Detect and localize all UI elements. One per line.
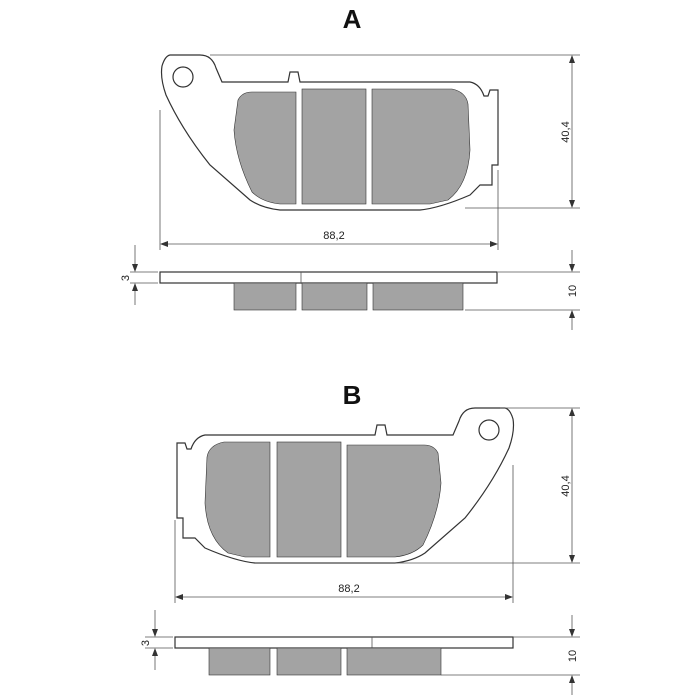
pad-b-total-arrow-bottom — [569, 675, 575, 683]
pad-b-height-value: 40,4 — [560, 475, 572, 496]
pad-a-friction-block-middle — [301, 88, 367, 205]
pad-a-plate-thickness-value: 3 — [120, 275, 132, 281]
pad-b-side-plate — [174, 636, 514, 649]
pad-b-friction-block-right — [346, 444, 442, 558]
pad-b-mounting-hole — [478, 419, 500, 441]
pad-a-width-arrow-right — [490, 241, 498, 247]
pad-b-width-value: 88,2 — [338, 583, 359, 595]
pad-a-height-arrow-top — [569, 55, 575, 63]
pad-b-friction-block-middle — [276, 441, 342, 558]
pad-b-side-block-middle — [276, 647, 342, 676]
pad-a-friction-material — [233, 88, 471, 205]
pad-a-width-arrow-left — [160, 241, 168, 247]
pad-a-side-block-right — [372, 282, 464, 311]
pad-b-total-arrow-top — [569, 629, 575, 637]
pad-a-friction-block-left — [233, 91, 297, 205]
pad-a-friction-block-right — [371, 88, 471, 205]
pad-a-width-value: 88,2 — [323, 230, 344, 242]
pad-a-total-arrow-top — [569, 264, 575, 272]
pad-b-plate-arrow-bottom — [152, 648, 158, 656]
pad-b-width-arrow-right — [505, 594, 513, 600]
pad-a-total-thickness-value: 10 — [567, 285, 579, 297]
pad-a-label: A — [343, 4, 362, 34]
pad-b-label: B — [343, 380, 362, 410]
pad-a-height-arrow-bottom — [569, 200, 575, 208]
pad-a-height-value: 40,4 — [560, 121, 572, 142]
pad-b-friction-block-left — [204, 441, 271, 558]
pad-a-side-block-left — [233, 282, 297, 311]
pad-b-width-arrow-left — [175, 594, 183, 600]
pad-b-height-arrow-bottom — [569, 555, 575, 563]
pad-a-group: A 88,2 40,4 — [120, 4, 580, 330]
pad-b-friction-material — [204, 441, 442, 558]
pad-a-plate-arrow-bottom — [132, 283, 138, 291]
pad-a-side-plate — [159, 271, 498, 284]
pad-b-side-block-right — [346, 647, 442, 676]
pad-b-height-arrow-top — [569, 408, 575, 416]
pad-a-plate-arrow-top — [132, 264, 138, 272]
pad-a-total-arrow-bottom — [569, 310, 575, 318]
pad-b-total-thickness-value: 10 — [567, 650, 579, 662]
pad-a-side-block-middle — [301, 282, 368, 311]
pad-b-plate-arrow-top — [152, 629, 158, 637]
pad-a-mounting-hole — [172, 66, 194, 88]
pad-b-plate-thickness-value: 3 — [140, 640, 152, 646]
pad-b-side-block-left — [208, 647, 271, 676]
pad-b-group: B 88,2 40,4 — [140, 380, 580, 695]
